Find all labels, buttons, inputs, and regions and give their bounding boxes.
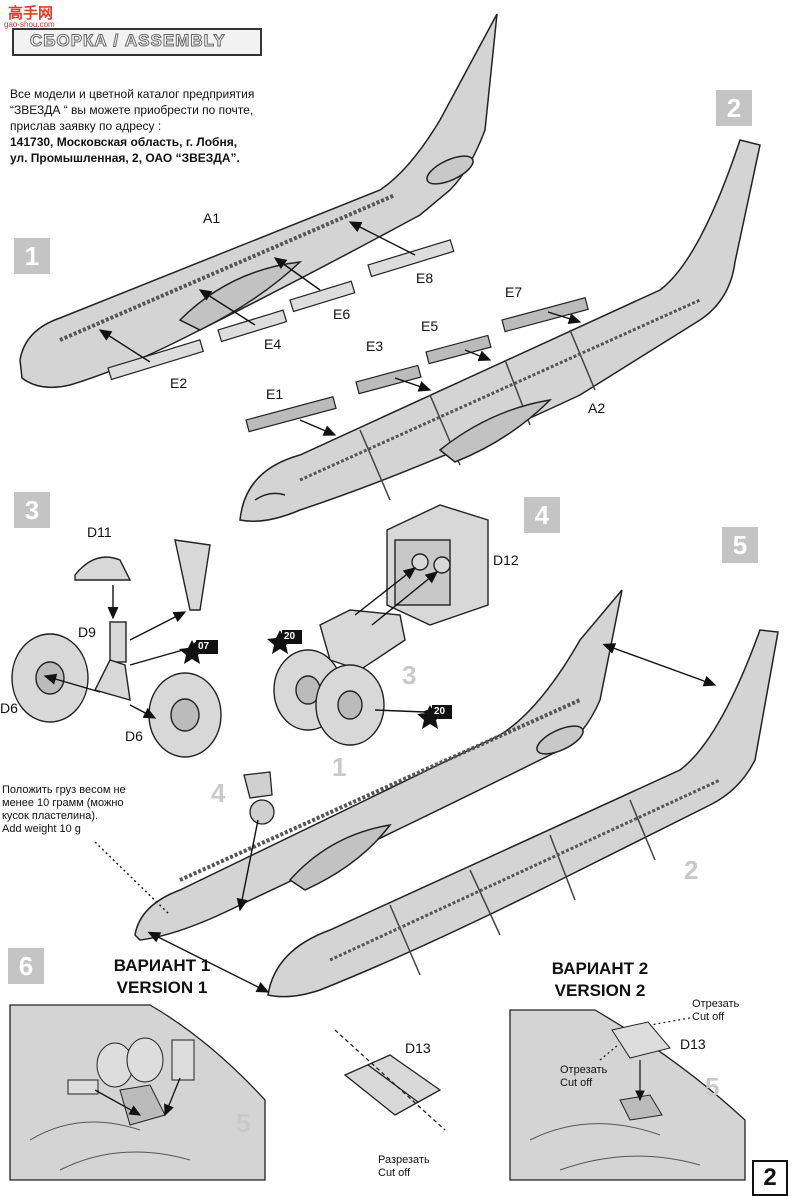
label-d9: D9 — [78, 624, 96, 640]
step-badge-1: 1 — [14, 238, 50, 274]
label-d6-right: D6 — [125, 728, 143, 744]
label-e3: E3 — [366, 338, 384, 354]
label-d12: D12 — [493, 552, 519, 568]
fuselage-join-left — [134, 589, 623, 941]
weight-part — [243, 771, 275, 825]
weight-note-line-4: Add weight 10 g — [2, 823, 81, 835]
cut-off-label-center: Разрезать Cut off — [378, 1154, 430, 1180]
ghost-number-2: 2 — [684, 855, 699, 885]
site-logo: 高手网 gao-shou.com — [0, 0, 70, 30]
part-d13 — [334, 1029, 446, 1131]
step2-arrows — [299, 311, 582, 436]
step-badge-3: 3 — [14, 492, 50, 528]
weight-note-line-3: кусок пластелина). — [2, 810, 99, 822]
step4-arrows — [354, 567, 439, 718]
ordering-notice: Все модели и цветной каталог предприятия… — [10, 86, 310, 166]
version-1-ru: ВАРИАНТ 1 — [113, 956, 211, 975]
window-strips-left — [107, 239, 455, 381]
version2-detail — [509, 1009, 746, 1181]
label-e4: E4 — [264, 336, 282, 352]
ghost-number-1: 1 — [332, 752, 347, 782]
ghost-number-4: 4 — [211, 778, 226, 808]
fuselage-join-right — [267, 629, 779, 998]
notice-line-2: “ЗВЕЗДА “ вы можете приобрести по почте, — [10, 103, 254, 117]
cut-mid-en: Cut off — [378, 1167, 411, 1179]
cut-off-label-top: Отрезать Cut off — [692, 998, 739, 1024]
label-a1: A1 — [203, 210, 221, 226]
weight-note-line-1: Положить груз весом не — [2, 784, 126, 796]
step-badge-5: 5 — [722, 527, 758, 563]
star-label-20-a: 20 — [284, 631, 296, 642]
label-d13-v2: D13 — [680, 1036, 706, 1052]
step-badge-2: 2 — [716, 90, 752, 126]
label-e6: E6 — [333, 306, 351, 322]
label-e2: E2 — [170, 375, 188, 391]
cut-left-ru: Отрезать — [560, 1064, 608, 1076]
step1-arrows — [98, 221, 416, 363]
logo-url: gao-shou.com — [4, 20, 55, 29]
version-1-en: VERSION 1 — [116, 978, 208, 997]
cut-off-label-left: Отрезать Cut off — [560, 1064, 607, 1090]
header-box — [12, 28, 262, 56]
window-strips-right — [245, 297, 589, 433]
ghost-number-3: 3 — [402, 660, 417, 690]
cut-top-en: Cut off — [692, 1011, 725, 1023]
fuselage-half-a2 — [239, 139, 761, 522]
version-2-ru: ВАРИАНТ 2 — [551, 959, 649, 978]
ghost-number-5-v2: 5 — [705, 1072, 720, 1102]
label-d11: D11 — [87, 524, 112, 540]
notice-line-3: прислав заявку по адресу : — [10, 119, 162, 133]
version-2-heading: ВАРИАНТ 2 VERSION 2 — [510, 958, 690, 1002]
label-e5: E5 — [421, 318, 439, 334]
cut-top-ru: Отрезать — [692, 998, 740, 1010]
ghost-number-5-v1: 5 — [236, 1108, 251, 1138]
label-d13-center: D13 — [405, 1040, 431, 1056]
page-number: 2 — [752, 1160, 788, 1196]
label-d6-left: D6 — [0, 700, 18, 716]
step-badge-4: 4 — [524, 497, 560, 533]
label-e7: E7 — [505, 284, 523, 300]
notice-line-4: 141730, Московская область, г. Лобня, — [10, 135, 238, 149]
star-marker-20-a — [267, 630, 302, 654]
cut-mid-ru: Разрезать — [378, 1154, 430, 1166]
step-badge-6: 6 — [8, 948, 44, 984]
step3-arrows — [43, 585, 201, 719]
notice-line-5: ул. Промышленная, 2, ОАО “ЗВЕЗДА”. — [10, 151, 240, 165]
star-marker-20-b — [417, 705, 452, 729]
version1-detail — [9, 1004, 266, 1181]
star-label-07: 07 — [198, 641, 210, 652]
version-1-heading: ВАРИАНТ 1 VERSION 1 — [72, 955, 252, 999]
label-e1: E1 — [266, 386, 284, 402]
label-a2: A2 — [588, 400, 606, 416]
star-marker-07 — [179, 640, 218, 664]
notice-line-1: Все модели и цветной каталог предприятия — [10, 87, 255, 101]
cut-left-en: Cut off — [560, 1077, 593, 1089]
weight-note: Положить груз весом не менее 10 грамм (м… — [2, 784, 172, 836]
step5-arrows — [94, 643, 717, 993]
label-e8: E8 — [416, 270, 434, 286]
version-2-en: VERSION 2 — [554, 981, 646, 1000]
star-label-20-b: 20 — [434, 706, 446, 717]
logo-word: 高手网 — [8, 5, 54, 22]
page-title: СБОРКА / ASSEMBLY — [30, 31, 226, 51]
main-gear-assembly — [273, 504, 489, 746]
weight-note-line-2: менее 10 грамм (можно — [2, 797, 124, 809]
fuselage-half-a1 — [19, 13, 498, 389]
